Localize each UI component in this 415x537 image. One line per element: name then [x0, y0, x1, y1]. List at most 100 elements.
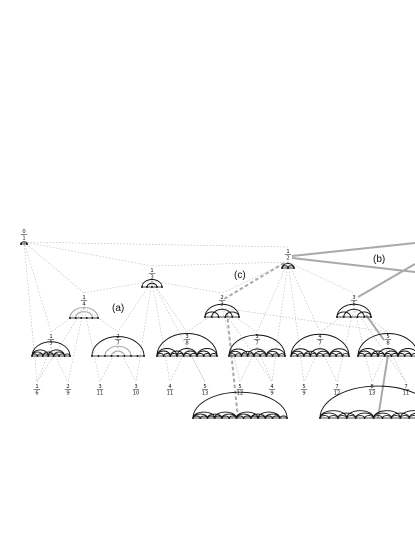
arc-node — [142, 354, 146, 358]
tree-edge — [23, 241, 52, 333]
arc-node — [259, 354, 262, 358]
fraction-label-3-10: 310 — [133, 384, 140, 397]
fraction-label-1-2: 12 — [284, 249, 292, 262]
arc-node — [19, 242, 23, 246]
arc-node — [175, 354, 179, 358]
tree-edge — [371, 346, 389, 383]
arc — [370, 350, 386, 357]
tree-edge — [271, 261, 289, 383]
fraction-label-8-13: 813 — [369, 384, 376, 397]
arc-node — [68, 354, 72, 358]
denominator: 11 — [403, 391, 410, 397]
arc — [377, 348, 399, 357]
tree-edge — [50, 346, 69, 383]
arc-5-8 — [356, 333, 415, 358]
arc — [214, 411, 237, 419]
arc — [346, 410, 374, 419]
arc — [192, 391, 288, 419]
arc — [110, 350, 126, 357]
arc — [337, 412, 357, 419]
arc — [207, 413, 223, 419]
arc-node — [369, 315, 373, 319]
tree-edge — [99, 346, 119, 383]
tree-edge — [23, 241, 153, 267]
arc-node — [345, 416, 348, 420]
denominator: 9 — [302, 391, 305, 397]
denominator: 12 — [237, 391, 244, 397]
arc-node — [264, 416, 267, 420]
arc-node — [169, 354, 172, 358]
arc-node — [41, 354, 44, 358]
arc — [224, 311, 240, 318]
arc-node — [160, 285, 164, 289]
arc-node — [356, 354, 360, 358]
arc-diagrams — [19, 241, 415, 420]
highlight-edge — [357, 263, 415, 298]
denominator: 11 — [167, 391, 174, 397]
numerator: 1 — [35, 384, 38, 390]
arc-bottom-left — [191, 391, 289, 420]
denominator: 9 — [66, 391, 69, 397]
tree-edge — [221, 261, 289, 294]
tree-edge — [353, 307, 407, 383]
arc — [319, 385, 415, 419]
numerator: 2 — [66, 384, 69, 390]
arc-node — [129, 354, 133, 358]
tree-edge — [50, 307, 85, 333]
numerator: 3 — [185, 334, 188, 340]
arc-node — [271, 354, 274, 358]
arc — [75, 311, 93, 319]
arc-node — [328, 354, 331, 358]
tree-edge — [287, 261, 321, 333]
arc-3-5 — [335, 303, 373, 319]
arc-node — [155, 285, 159, 289]
arc-node — [292, 266, 296, 270]
arc-node — [363, 315, 366, 319]
arc-node — [80, 316, 83, 320]
numerator: 3 — [352, 295, 355, 301]
arc-node — [58, 354, 61, 358]
arc — [373, 410, 401, 419]
denominator: 7 — [116, 341, 119, 347]
arc — [336, 303, 372, 318]
arc-node — [145, 285, 149, 289]
arc — [290, 333, 350, 357]
denominator: 3 — [220, 302, 223, 308]
numerator: 7 — [335, 384, 338, 390]
tree-edge — [23, 241, 85, 294]
arc — [357, 333, 415, 357]
highlight-edge-c — [226, 312, 239, 419]
numerator: 1 — [150, 268, 153, 274]
arc-root — [19, 241, 29, 246]
numerator: 5 — [238, 384, 241, 390]
denominator: 5 — [49, 341, 52, 347]
arc-node — [349, 315, 352, 319]
tree-edge — [151, 261, 289, 267]
arc-node — [322, 354, 325, 358]
numerator: 4 — [168, 384, 172, 390]
arc-node — [189, 354, 192, 358]
arc — [91, 336, 145, 357]
arc — [192, 411, 216, 419]
arc-node — [342, 315, 345, 319]
tree-edge — [319, 307, 355, 333]
tree-edge — [221, 307, 258, 333]
fraction-label-7-12: 712 — [334, 384, 341, 397]
arc-node — [403, 354, 406, 358]
arc-node — [68, 316, 72, 320]
tree-edge — [67, 307, 85, 383]
arc-node — [286, 266, 290, 270]
arc-node — [162, 354, 165, 358]
arc-node — [213, 416, 216, 420]
arc — [329, 348, 350, 357]
arc-node — [91, 316, 94, 320]
arc — [319, 410, 348, 419]
numerator: 3 — [255, 334, 258, 340]
tree-edge — [117, 346, 137, 383]
tree-edge — [287, 261, 305, 383]
arc — [309, 348, 331, 357]
arc — [290, 348, 311, 357]
tree-edge — [151, 280, 206, 383]
numerator: 8 — [370, 384, 373, 390]
